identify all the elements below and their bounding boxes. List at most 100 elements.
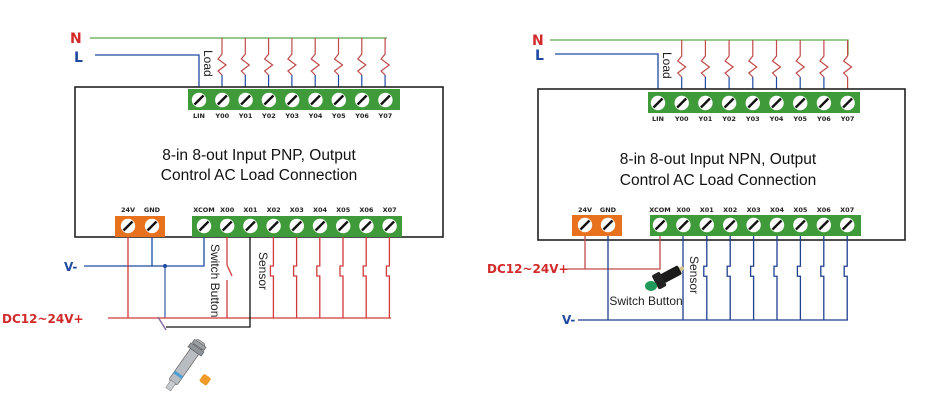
terminal-label: X04 (770, 206, 785, 214)
npn-loads (676, 40, 853, 92)
terminal-label: X02 (723, 206, 737, 214)
screw-slot (122, 220, 134, 232)
screw-slot (602, 219, 614, 231)
screw-slot (652, 97, 664, 109)
npn-load-2 (724, 40, 735, 92)
npn-contact-1 (726, 236, 731, 320)
npn-out-terminal-y03: Y03 (745, 95, 760, 123)
screw-slot (221, 220, 233, 232)
screw-slot (380, 94, 391, 106)
screw-slot (337, 220, 349, 232)
load-resistor-icon (771, 40, 782, 78)
npn-contact-5 (820, 236, 825, 320)
pnp-in-terminal-x02: X02 (266, 206, 281, 234)
screw-slot (723, 97, 735, 109)
sensor-contact-icon (726, 236, 731, 320)
terminal-label: 24V (121, 206, 135, 214)
npn-input-contacts (703, 236, 848, 320)
screw-slot (701, 219, 713, 231)
npn-in-terminal-xcom: XCOM (649, 206, 671, 233)
pnp-contact-0 (269, 237, 275, 318)
pnp-sensor-black-wire (166, 237, 251, 328)
screw-slot (678, 219, 689, 231)
npn-title-line1: 8-in 8-out Input NPN, Output (620, 151, 817, 168)
pnp-contact-5 (385, 237, 391, 318)
npn-dc-label: DC12~24V+ (487, 262, 569, 276)
load-resistor-icon (217, 38, 227, 76)
screw-slot (818, 219, 830, 231)
npn-in-terminal-x03: X03 (746, 206, 761, 233)
load-resistor-icon (676, 40, 687, 78)
pnp-in-terminal-x05: X05 (336, 206, 351, 234)
screw-slot (291, 220, 303, 232)
terminal-label: Y00 (674, 115, 689, 123)
screw-slot (146, 220, 158, 232)
load-resistor-icon (310, 38, 321, 76)
screw-slot (818, 97, 830, 109)
npn-contact-4 (796, 236, 802, 320)
terminal-label: X05 (336, 206, 351, 214)
pnp-switch-label: Switch Button (208, 244, 222, 317)
npn-in-terminal-x02: X02 (723, 206, 738, 233)
terminal-label: X01 (243, 206, 258, 214)
npn-load-label: Load (660, 52, 674, 79)
load-resistor-icon (380, 38, 391, 76)
screw-slot (841, 219, 853, 231)
npn-out-terminal-y00: Y00 (674, 95, 689, 123)
terminal-label: Y05 (792, 115, 807, 123)
npn-title-line2: Control AC Load Connection (620, 172, 816, 189)
npn-module-box (537, 88, 906, 241)
terminal-label: Y07 (378, 112, 393, 120)
pnp-neutral-label: N (70, 31, 82, 47)
terminal-label: XCOM (193, 206, 215, 214)
pnp-loads (217, 38, 391, 90)
pnp-dc-label: DC12~24V+ (2, 312, 84, 326)
terminal-label: Y04 (308, 112, 323, 120)
pnp-out-terminal-y02: Y02 (261, 92, 277, 120)
terminal-label: X02 (267, 206, 281, 214)
load-resistor-icon (263, 38, 274, 76)
npn-contact-2 (749, 236, 755, 320)
screw-slot (356, 94, 368, 106)
pnp-sensor-label: Sensor (256, 252, 270, 290)
terminal-label: X06 (817, 206, 832, 214)
terminal-label: X00 (220, 206, 235, 214)
screw-slot (384, 220, 395, 232)
sensor-contact-icon (316, 237, 321, 318)
screw-slot (794, 97, 806, 109)
screw-slot (198, 220, 210, 232)
pnp-load-2 (263, 38, 274, 90)
terminal-label: Y02 (261, 112, 276, 120)
npn-in-terminal-x04: X04 (769, 206, 785, 233)
pnp-in-terminal-xcom: XCOM (193, 206, 215, 234)
terminal-label: Y01 (238, 112, 253, 120)
terminal-label: X00 (676, 206, 691, 214)
npn-in-terminal-x06: X06 (816, 206, 832, 233)
terminal-label: X04 (313, 206, 328, 214)
terminal-label: X01 (700, 206, 715, 214)
pnp-title-line2: Control AC Load Connection (161, 167, 357, 184)
pnp-out-terminal-y07: Y07 (378, 92, 393, 120)
npn-in-terminal-x01: X01 (699, 206, 715, 233)
terminal-label: Y07 (840, 115, 855, 123)
npn-load-6 (818, 40, 829, 92)
terminal-label: LIN (193, 112, 205, 120)
pnp-live-wire (95, 54, 200, 90)
npn-in-terminal-x07: X07 (840, 206, 855, 233)
npn-out-terminal-lin: LIN (650, 95, 666, 123)
npn-out-terminal-y06: Y06 (816, 95, 831, 123)
pnp-contact-3 (339, 237, 344, 318)
npn-live-label: L (535, 48, 544, 64)
sensor-contact-icon (703, 236, 708, 320)
sensor-contact-icon (749, 236, 755, 320)
screw-slot (700, 97, 711, 109)
screw-slot (245, 220, 256, 232)
pnp-out-terminal-y01: Y01 (238, 92, 253, 120)
screw-slot (314, 220, 326, 232)
sensor-contact-icon (843, 236, 848, 320)
pnp-title-line1: 8-in 8-out Input PNP, Output (162, 147, 356, 164)
